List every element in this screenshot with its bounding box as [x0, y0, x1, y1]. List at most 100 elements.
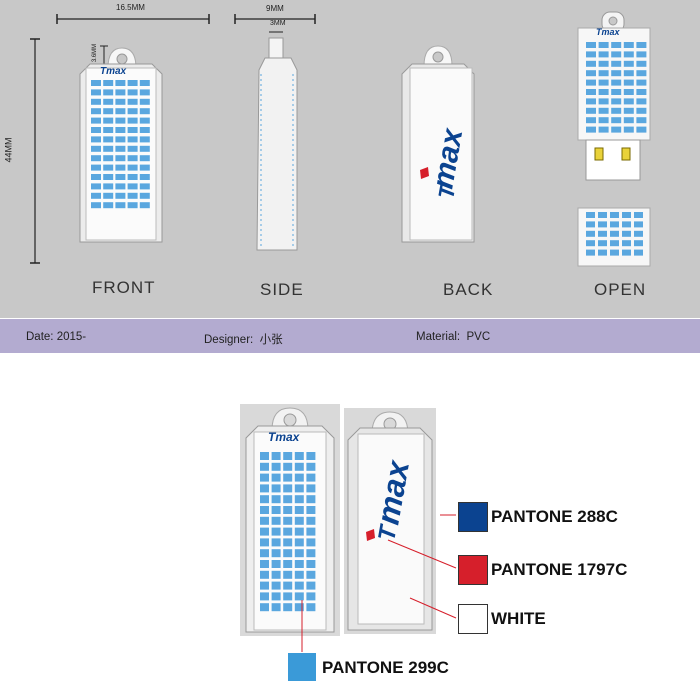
building-window: [271, 538, 281, 547]
building-window: [139, 202, 150, 209]
building-window: [271, 516, 281, 525]
building-window: [283, 473, 293, 482]
info-strip: [0, 319, 700, 353]
building-window: [127, 145, 138, 152]
building-window: [623, 70, 634, 77]
building-window: [139, 164, 150, 171]
building-window: [91, 202, 101, 209]
building-window: [260, 495, 269, 504]
building-window: [598, 249, 607, 256]
building-window: [139, 155, 150, 162]
building-window: [115, 183, 126, 190]
building-window: [91, 192, 101, 199]
building-window: [260, 452, 269, 460]
color-render-back: max T: [344, 408, 436, 634]
building-window: [260, 527, 269, 536]
building-window: [622, 240, 631, 247]
building-window: [115, 202, 126, 209]
building-window: [271, 473, 281, 482]
building-window: [598, 240, 607, 247]
building-window: [127, 80, 138, 86]
building-window: [91, 80, 101, 86]
width-dimension-line: [56, 14, 210, 24]
building-window: [598, 79, 609, 86]
building-window: [115, 98, 126, 105]
building-window: [306, 603, 316, 612]
building-window: [306, 570, 316, 579]
building-window: [306, 560, 316, 568]
building-window: [611, 70, 622, 77]
building-window: [283, 549, 293, 558]
building-window: [103, 183, 114, 190]
side-hole-dimension-label: 3MM: [270, 20, 286, 27]
building-window: [91, 108, 101, 115]
building-window: [634, 230, 643, 237]
building-window: [598, 221, 607, 228]
building-window: [260, 592, 269, 601]
building-window: [271, 452, 281, 460]
side-width-dimension-label: 9MM: [266, 4, 284, 13]
width-dimension-label: 16.5MM: [116, 3, 145, 12]
building-window: [127, 202, 138, 209]
swatch-1797c-label: PANTONE 1797C: [491, 560, 628, 579]
building-window: [115, 155, 126, 162]
height-dimension-line: [30, 38, 40, 264]
building-window: [283, 560, 293, 568]
building-window: [283, 452, 293, 460]
material-value: PVC: [466, 331, 491, 343]
building-window: [294, 452, 304, 460]
building-window: [271, 484, 281, 493]
swatch-288c: #0b4390: [458, 502, 488, 532]
building-window: [283, 570, 293, 579]
building-window: [271, 603, 281, 612]
date-field: Date: 2015-: [26, 331, 86, 343]
view-label-open: OPEN: [594, 280, 647, 299]
building-window: [306, 495, 316, 504]
building-window: [623, 89, 634, 95]
building-window: [611, 89, 622, 95]
building-window: [610, 249, 619, 256]
building-window: [103, 155, 114, 162]
swatch-white-label: WHITE: [491, 609, 546, 628]
svg-text:T: T: [433, 182, 460, 201]
building-window: [283, 506, 293, 514]
building-window: [306, 516, 316, 525]
building-window: [260, 560, 269, 568]
view-label-side: SIDE: [260, 280, 304, 299]
building-window: [598, 230, 607, 237]
building-window: [294, 506, 304, 514]
building-window: [598, 42, 609, 48]
building-window: [611, 126, 622, 133]
building-window: [91, 183, 101, 190]
building-window: [260, 549, 269, 558]
building-window: [260, 570, 269, 579]
building-window: [139, 136, 150, 143]
building-window: [294, 516, 304, 525]
building-window: [636, 70, 647, 77]
swatch-299c-label: PANTONE 299C: [322, 658, 449, 677]
building-window: [294, 473, 304, 482]
building-window: [115, 127, 126, 133]
side-view-usb-drive: [256, 37, 298, 251]
building-window: [636, 117, 647, 124]
building-window: [636, 126, 647, 133]
building-window: [294, 484, 304, 493]
building-window: [271, 495, 281, 504]
building-window: [294, 581, 304, 590]
building-window: [271, 592, 281, 601]
logo-text: Tmax: [268, 430, 300, 444]
building-window: [115, 164, 126, 171]
building-window: [586, 42, 596, 48]
building-window: [622, 249, 631, 256]
building-window: [586, 98, 596, 105]
building-window: [103, 202, 114, 209]
building-window: [634, 240, 643, 247]
building-window: [586, 51, 596, 58]
building-window: [294, 570, 304, 579]
building-window: [611, 42, 622, 48]
building-window: [623, 98, 634, 105]
date-label: Date:: [26, 331, 54, 343]
building-window: [139, 117, 150, 124]
building-window: [271, 581, 281, 590]
swatch-white: [458, 604, 488, 634]
